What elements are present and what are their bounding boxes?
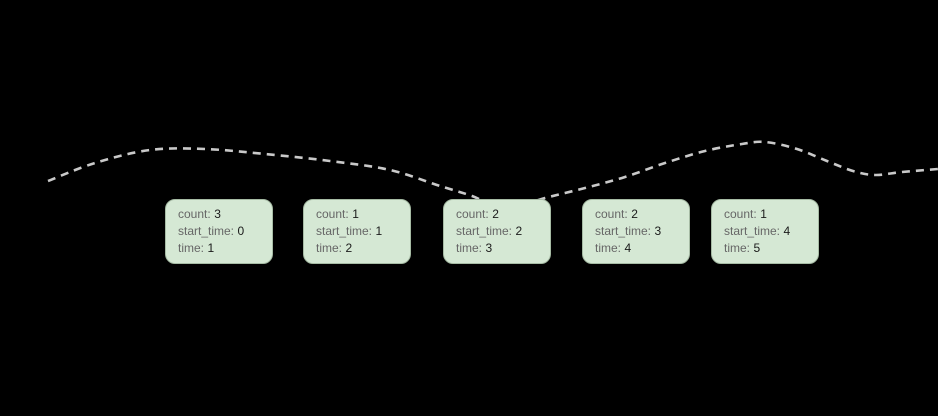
- start-time-label: start_time:: [178, 224, 235, 238]
- time-row: time:4: [595, 240, 685, 257]
- count-value: 3: [214, 207, 221, 221]
- time-row: time:5: [724, 240, 814, 257]
- count-row: count:1: [724, 206, 814, 223]
- start-time-row: start_time:0: [178, 223, 268, 240]
- count-value: 1: [760, 207, 767, 221]
- start-time-label: start_time:: [456, 224, 513, 238]
- count-label: count:: [595, 207, 628, 221]
- count-label: count:: [178, 207, 211, 221]
- time-value: 4: [624, 241, 632, 255]
- start-time-value: 4: [783, 224, 791, 238]
- time-row: time:1: [178, 240, 268, 257]
- count-value: 2: [492, 207, 499, 221]
- time-label: time:: [595, 241, 622, 255]
- start-time-label: start_time:: [724, 224, 781, 238]
- count-row: count:2: [456, 206, 546, 223]
- time-value: 2: [345, 241, 353, 255]
- start-time-value: 2: [515, 224, 523, 238]
- count-label: count:: [724, 207, 757, 221]
- time-label: time:: [316, 241, 343, 255]
- count-value: 1: [352, 207, 359, 221]
- time-row: time:2: [316, 240, 406, 257]
- start-time-row: start_time:4: [724, 223, 814, 240]
- time-value: 3: [485, 241, 493, 255]
- count-label: count:: [456, 207, 489, 221]
- count-value: 2: [631, 207, 638, 221]
- start-time-row: start_time:1: [316, 223, 406, 240]
- count-row: count:3: [178, 206, 268, 223]
- start-time-value: 1: [375, 224, 383, 238]
- dashed-curve-path: [47, 140, 938, 211]
- time-label: time:: [178, 241, 205, 255]
- time-label: time:: [456, 241, 483, 255]
- count-row: count:2: [595, 206, 685, 223]
- start-time-row: start_time:3: [595, 223, 685, 240]
- count-label: count:: [316, 207, 349, 221]
- count-row: count:1: [316, 206, 406, 223]
- start-time-row: start_time:2: [456, 223, 546, 240]
- start-time-value: 0: [237, 224, 245, 238]
- time-value: 1: [207, 241, 215, 255]
- start-time-value: 3: [654, 224, 662, 238]
- start-time-label: start_time:: [316, 224, 373, 238]
- time-label: time:: [724, 241, 751, 255]
- start-time-label: start_time:: [595, 224, 652, 238]
- time-value: 5: [753, 241, 761, 255]
- time-row: time:3: [456, 240, 546, 257]
